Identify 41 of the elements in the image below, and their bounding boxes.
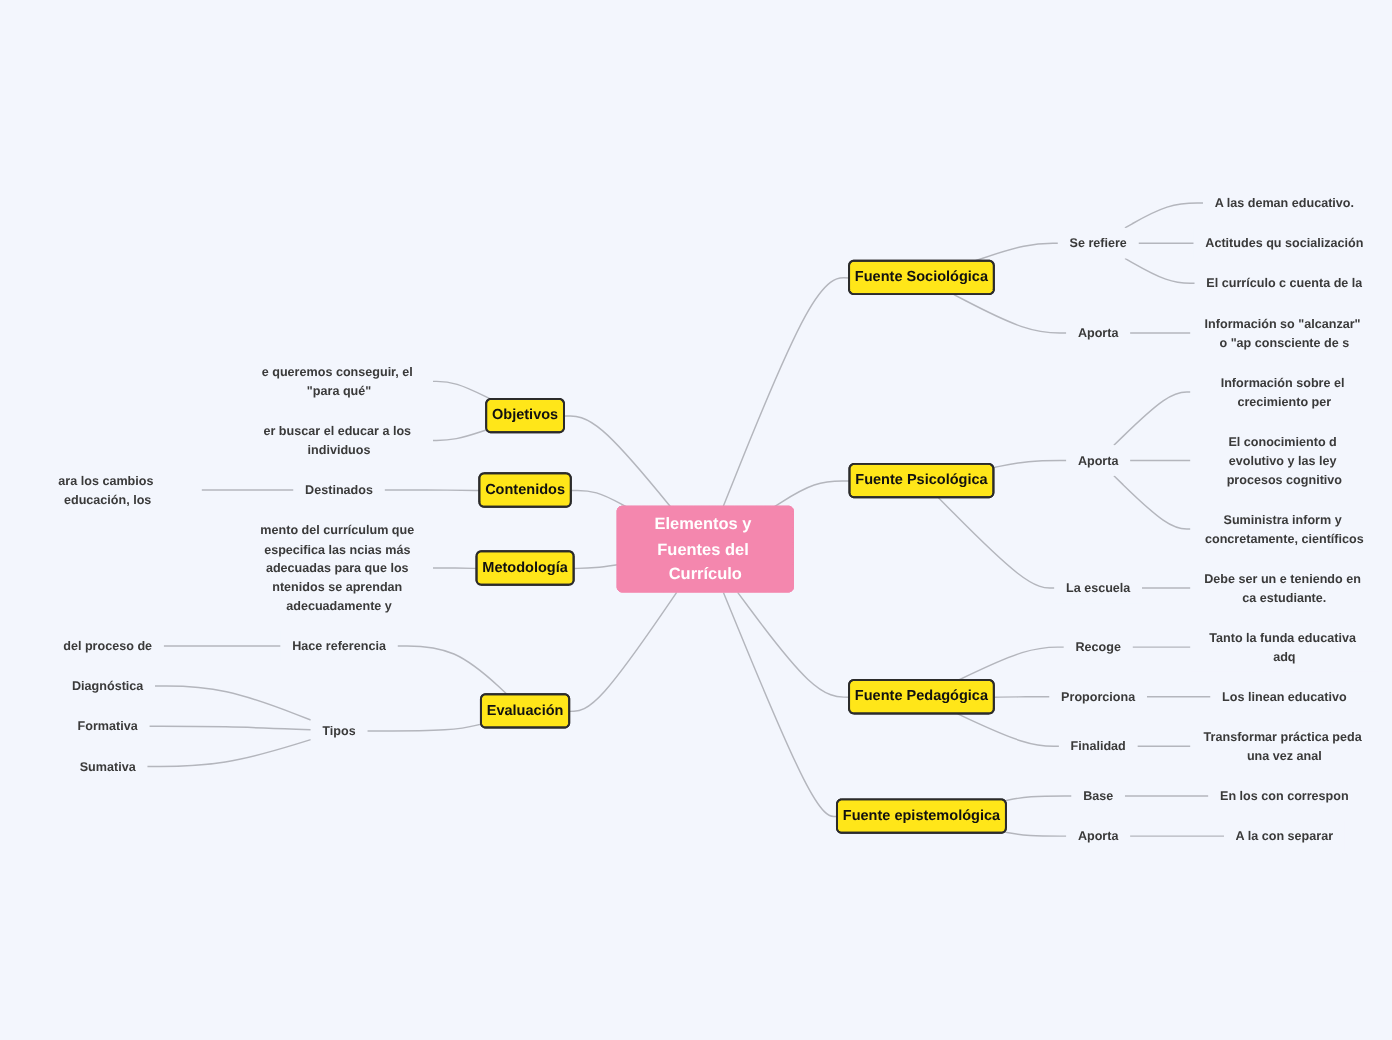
connector [200,489,295,492]
connector [773,480,851,508]
connector [573,564,619,570]
connector [396,645,509,696]
connector [722,592,839,818]
connector [1131,646,1192,649]
connector [956,713,1060,748]
connector [993,696,1051,699]
connector [736,592,851,699]
connector [1113,391,1192,447]
connector [1113,475,1192,531]
connector [956,646,1065,682]
connector [432,381,492,401]
connector [953,294,1067,335]
connector [154,685,312,722]
connector [1129,835,1225,838]
connector [563,415,672,508]
connector [1003,831,1067,838]
connector [432,567,478,570]
connector [568,592,678,713]
connector [1136,746,1192,748]
connector [146,739,312,768]
connector [1129,460,1192,462]
connector [937,497,1056,590]
connector [1124,202,1204,230]
connector [1141,587,1192,590]
connector [973,242,1059,263]
connector [162,645,282,648]
connector [1129,332,1192,335]
connector [992,460,1067,469]
connector [570,490,627,508]
connector [1124,258,1196,285]
connector [383,489,481,492]
connector [366,723,483,733]
connector [1146,696,1212,698]
connector [148,725,312,731]
connector [432,429,488,442]
connector [722,277,851,508]
connector [1124,795,1210,798]
connector [1137,242,1195,245]
connector [1003,795,1073,803]
